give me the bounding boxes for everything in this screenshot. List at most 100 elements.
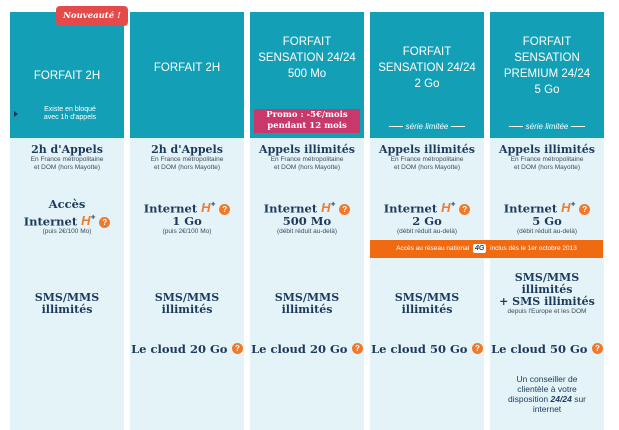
plan-body: Appels illimités En France métropolitain… — [490, 138, 604, 430]
cloud-section: Le cloud 50 Go ? — [370, 340, 484, 358]
internet-label: Internet — [143, 201, 198, 216]
internet-amount: 5 Go — [532, 214, 562, 229]
calls-label: Appels illimités — [259, 143, 355, 156]
hplus-icon: H+ — [561, 200, 576, 216]
internet-section: Internet H+ ? 500 Mo (débit réduit au-de… — [250, 198, 364, 236]
sms-label-2: illimités — [161, 303, 213, 316]
bullet-icon — [14, 111, 18, 117]
sms-label: SMS/MMS — [394, 291, 460, 304]
plan-title: FORFAIT 2H — [33, 70, 101, 82]
sms-label-2: illimités — [521, 283, 573, 296]
internet-label: Internet — [263, 201, 318, 216]
help-icon[interactable]: ? — [591, 343, 603, 355]
sms-label: SMS/MMS — [514, 271, 580, 284]
sms-europe-label: + SMS illimités — [499, 295, 595, 308]
cloud-label: Le cloud 50 Go — [371, 342, 468, 356]
help-icon[interactable]: ? — [219, 203, 231, 215]
calls-section: Appels illimités En France métropolitain… — [490, 144, 604, 172]
cloud-section: Le cloud 50 Go ? — [490, 340, 604, 358]
internet-section: Accès Internet H+ ? (puis 2€/100 Mo) — [10, 198, 124, 236]
new-badge: Nouveauté ! — [56, 6, 128, 26]
hplus-icon: H+ — [321, 200, 336, 216]
cloud-label: Le cloud 20 Go — [131, 342, 228, 356]
limited-series-label: série limitée — [378, 122, 476, 131]
help-icon[interactable]: ? — [339, 203, 351, 215]
help-icon[interactable]: ? — [459, 203, 471, 215]
internet-amount: 1 Go — [172, 214, 202, 229]
sms-subtext: depuis l'Europe et les DOM — [507, 308, 587, 315]
help-icon[interactable]: ? — [471, 343, 483, 355]
internet-section: Internet H+ ? 5 Go (débit réduit au-delà… — [490, 198, 604, 236]
sms-label-2: illimités — [281, 303, 333, 316]
sms-section: SMS/MMS illimités — [10, 292, 124, 316]
calls-label: Appels illimités — [379, 143, 475, 156]
internet-subtext: (débit réduit au-delà) — [277, 228, 337, 236]
cloud-section: Le cloud 20 Go ? — [250, 340, 364, 358]
sms-label-2: illimités — [41, 303, 93, 316]
internet-label: Internet — [383, 201, 438, 216]
internet-subtext: (débit réduit au-delà) — [517, 228, 577, 236]
plan-column-2: FORFAIT 2H 2h d'Appels En France métropo… — [130, 12, 244, 430]
sms-label: SMS/MMS — [154, 291, 220, 304]
cloud-label: Le cloud 50 Go — [491, 342, 588, 356]
sms-section: SMS/MMS illimités — [250, 292, 364, 316]
calls-label: 2h d'Appels — [151, 143, 223, 156]
hplus-icon: H+ — [441, 200, 456, 216]
4g-banner: Accès au réseau national 4G inclus dès l… — [370, 240, 603, 258]
4g-icon: 4G — [472, 244, 487, 253]
internet-label-2: Internet — [23, 214, 78, 229]
help-icon[interactable]: ? — [231, 343, 243, 355]
internet-amount: 2 Go — [412, 214, 442, 229]
sms-section: SMS/MMS illimités + SMS illimités depuis… — [490, 272, 604, 316]
sms-section: SMS/MMS illimités — [370, 292, 484, 316]
plan-body: Appels illimités En France métropolitain… — [370, 138, 484, 430]
help-icon[interactable]: ? — [351, 343, 363, 355]
internet-amount: 500 Mo — [282, 214, 332, 229]
sms-label: SMS/MMS — [274, 291, 340, 304]
plan-title: FORFAIT 2H — [153, 62, 221, 74]
cloud-section: Le cloud 20 Go ? — [130, 340, 244, 358]
cloud-label: Le cloud 20 Go — [251, 342, 348, 356]
internet-section: Internet H+ ? 1 Go (puis 2€/100 Mo) — [130, 198, 244, 236]
calls-label: Appels illimités — [499, 143, 595, 156]
plan-body: Appels illimités En France métropolitain… — [250, 138, 364, 430]
internet-label: Internet — [503, 201, 558, 216]
plan-header: FORFAIT 2H — [130, 12, 244, 138]
help-icon[interactable]: ? — [99, 216, 111, 228]
calls-section: Appels illimités En France métropolitain… — [250, 144, 364, 172]
hplus-icon: H+ — [81, 213, 96, 229]
hplus-icon: H+ — [201, 200, 216, 216]
sms-label: SMS/MMS — [34, 291, 100, 304]
help-icon[interactable]: ? — [579, 203, 591, 215]
limited-series-label: série limitée — [498, 122, 596, 131]
internet-label: Accès — [48, 197, 86, 211]
internet-subtext: (puis 2€/100 Mo) — [42, 228, 92, 236]
sms-section: SMS/MMS illimités — [130, 292, 244, 316]
calls-section: Appels illimités En France métropolitain… — [370, 144, 484, 172]
calls-label: 2h d'Appels — [31, 143, 103, 156]
internet-subtext: (puis 2€/100 Mo) — [162, 228, 212, 236]
internet-section: Internet H+ ? 2 Go (débit réduit au-delà… — [370, 198, 484, 236]
sms-label-2: illimités — [401, 303, 453, 316]
